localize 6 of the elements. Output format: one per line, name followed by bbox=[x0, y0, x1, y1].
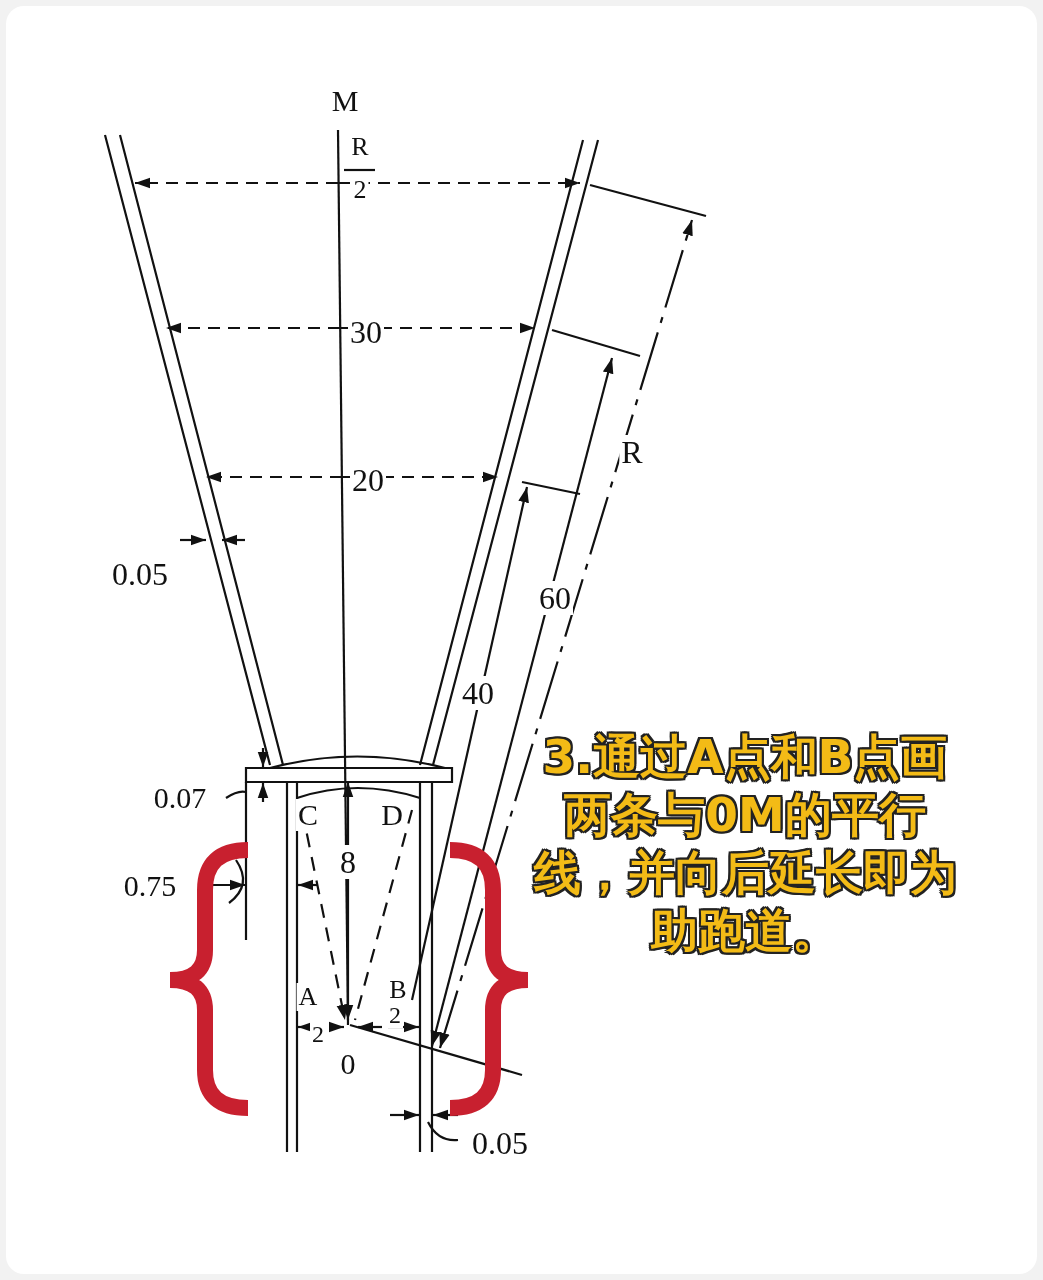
dimension-label: 40 bbox=[460, 676, 496, 710]
dimension-label: 60 bbox=[537, 581, 573, 615]
dimension-label: 8 bbox=[338, 845, 358, 879]
point-label: C bbox=[296, 799, 320, 831]
annotation-text: 3.通过A点和B点画两条与0M的平行线，并向后延长即为助跑道。 bbox=[532, 728, 958, 960]
point-label: A bbox=[296, 983, 320, 1011]
